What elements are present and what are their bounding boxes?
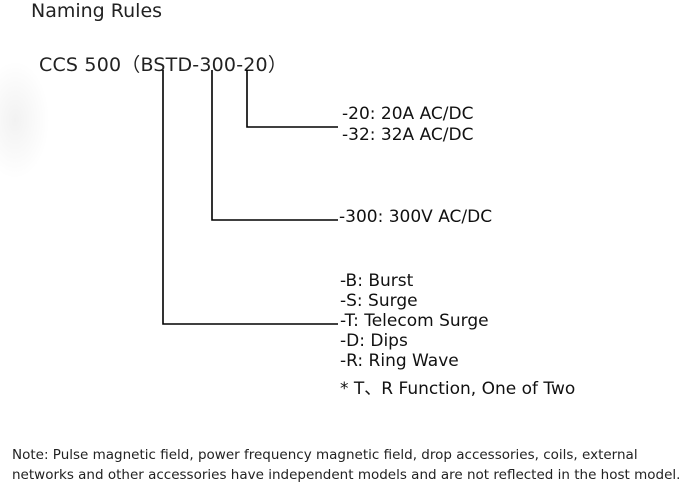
note-line-1: Note: Pulse magnetic field, power freque… [12,447,638,463]
function-option-dips: -D: Dips [340,331,408,351]
function-option-ring-wave: -R: Ring Wave [340,351,459,371]
background-smudge [0,60,50,180]
connector-voltage [211,70,338,221]
function-option-surge: -S: Surge [340,291,418,311]
function-option-footnote: * T、R Function, One of Two [340,379,576,399]
connector-current [246,70,338,128]
current-option-20: -20: 20A AC/DC [342,104,474,124]
voltage-option-300: -300: 300V AC/DC [339,207,493,227]
function-option-telecom-surge: -T: Telecom Surge [340,311,489,331]
function-option-burst: -B: Burst [340,271,414,291]
page-title: Naming Rules [31,0,163,22]
connector-function [162,70,338,325]
note-line-2: networks and other accessories have inde… [12,467,681,483]
note: Note: Pulse magnetic field, power freque… [12,445,680,485]
current-option-32: -32: 32A AC/DC [342,125,474,145]
model-code: CCS 500（BSTD-300-20） [39,54,288,76]
